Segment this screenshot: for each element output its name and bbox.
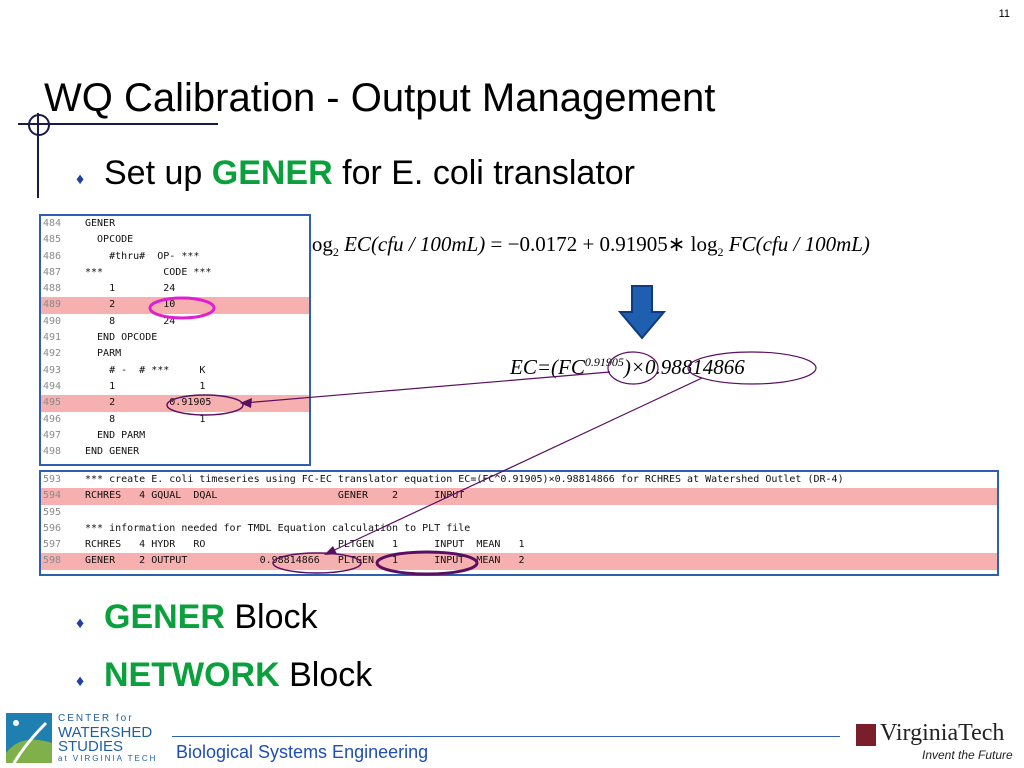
- power-equation: EC=(FC0.91905)×0.98814866: [510, 355, 745, 379]
- cws-line4: at VIRGINIA TECH: [58, 754, 158, 763]
- line-number: 495: [43, 397, 62, 409]
- slide-title: WQ Calibration - Output Management: [44, 76, 716, 120]
- line-number: 493: [43, 364, 62, 376]
- bullet-gener-translator: ♦ Set up GENER for E. coli translator: [76, 154, 635, 193]
- code-line: 486 #thru# OP- ***: [41, 249, 309, 265]
- line-text: RCHRES 4 HYDR RO PLTGEN 1 INPUT MEAN 1: [85, 539, 525, 551]
- line-number: 598: [43, 555, 62, 567]
- bullet-keyword: GENER: [104, 598, 225, 636]
- line-text: RCHRES 4 GQUAL DQAL GENER 2 INPUT: [85, 490, 465, 502]
- code-line: 594 RCHRES 4 GQUAL DQAL GENER 2 INPUT: [41, 488, 997, 505]
- line-text: END PARM: [85, 429, 146, 441]
- line-text: 1 24: [85, 283, 176, 295]
- cws-line2: WATERSHED: [58, 724, 153, 741]
- title-underline: [18, 123, 218, 125]
- cws-line1: CENTER for: [58, 713, 134, 724]
- line-text: 2 0.91905: [85, 397, 212, 409]
- code-line: 489 2 10: [41, 297, 309, 314]
- line-number: 488: [43, 283, 62, 295]
- line-text: *** CODE ***: [85, 266, 212, 278]
- line-number: 489: [43, 299, 62, 311]
- line-number: 491: [43, 332, 62, 344]
- line-text: *** create E. coli timeseries using FC-E…: [85, 474, 844, 485]
- line-number: 485: [43, 234, 62, 246]
- bullet-text: NETWORK Block: [104, 656, 373, 694]
- line-number: 593: [43, 474, 62, 485]
- line-number: 597: [43, 539, 62, 551]
- line-number: 490: [43, 315, 62, 327]
- line-number: 486: [43, 250, 62, 262]
- code-line: 484 GENER: [41, 216, 309, 232]
- code-line: 491 END OPCODE: [41, 330, 309, 346]
- bullet-keyword: NETWORK: [104, 656, 280, 694]
- vt-tagline: Invent the Future: [922, 748, 1013, 762]
- line-number: 496: [43, 413, 62, 425]
- code-line: 498 END GENER: [41, 444, 309, 460]
- line-text: #thru# OP- ***: [85, 250, 200, 262]
- code-line: 494 1 1: [41, 379, 309, 395]
- code-line: 593 *** create E. coli timeseries using F…: [41, 472, 997, 488]
- code-line: 596 *** information needed for TMDL Equat…: [41, 521, 997, 537]
- translator-equation: log2 EC(cfu / 100mL) = −0.0172 + 0.91905…: [306, 232, 870, 260]
- code-line: 487 *** CODE ***: [41, 265, 309, 281]
- line-text: 2 10: [85, 299, 176, 311]
- code-line: 493 # - # *** K: [41, 363, 309, 379]
- bullet-network-block: ♦ NETWORK Block: [76, 656, 372, 695]
- code-line: 597 RCHRES 4 HYDR RO PLTGEN 1 INPUT MEAN …: [41, 537, 997, 553]
- code-line: 595: [41, 505, 997, 521]
- line-text: # - # *** K: [85, 364, 206, 376]
- vt-wordmark: VirginiaTech: [880, 720, 1005, 746]
- line-number: 498: [43, 446, 62, 458]
- bullet-text: Set up GENER for E. coli translator: [104, 154, 636, 192]
- network-code-listing: 593 *** create E. coli timeseries using F…: [39, 470, 999, 576]
- line-number: 494: [43, 380, 62, 392]
- line-number: 484: [43, 218, 62, 229]
- line-text: 1 1: [85, 380, 206, 392]
- line-text: END OPCODE: [85, 332, 158, 344]
- slide-number: 11: [998, 8, 1010, 20]
- line-number: 594: [43, 490, 62, 502]
- code-line: 490 8 24: [41, 314, 309, 330]
- code-line: 497 END PARM: [41, 428, 309, 444]
- code-line: 488 1 24: [41, 281, 309, 297]
- line-number: 487: [43, 266, 62, 278]
- department-name: Biological Systems Engineering: [176, 742, 429, 762]
- line-number: 497: [43, 429, 62, 441]
- footer-divider: [172, 736, 840, 737]
- down-arrow-icon: [618, 285, 666, 340]
- code-lines: 593 *** create E. coli timeseries using F…: [41, 472, 997, 570]
- code-line: 496 8 1: [41, 412, 309, 428]
- line-text: 8 24: [85, 315, 176, 327]
- bullet-diamond-icon: ♦: [76, 171, 85, 188]
- cws-line3: STUDIES: [58, 738, 124, 755]
- cws-logo-icon: [6, 713, 52, 764]
- line-text: END GENER: [85, 446, 140, 458]
- code-line: 495 2 0.91905: [41, 395, 309, 412]
- code-line: 492 PARM: [41, 346, 309, 362]
- code-line: 485 OPCODE: [41, 232, 309, 248]
- line-number: 595: [43, 506, 62, 518]
- title-crosshair-circle: [28, 114, 50, 136]
- line-text: *** information needed for TMDL Equation…: [85, 522, 471, 534]
- bullet-text: GENER Block: [104, 598, 318, 636]
- bullet-diamond-icon: ♦: [76, 673, 85, 690]
- line-text: PARM: [85, 348, 122, 360]
- line-text: OPCODE: [85, 234, 134, 246]
- title-vertical-line: [37, 113, 39, 198]
- line-text: GENER 2 OUTPUT 0.98814866 PLTGEN 1 INPUT…: [85, 555, 525, 567]
- code-line: 598 GENER 2 OUTPUT 0.98814866 PLTGEN 1 IN…: [41, 553, 997, 570]
- bullet-gener-block: ♦ GENER Block: [76, 598, 318, 637]
- line-text: 8 1: [85, 413, 206, 425]
- bullet-keyword: GENER: [211, 154, 333, 192]
- line-number: 492: [43, 348, 62, 360]
- vt-shield-icon: [856, 724, 876, 746]
- line-text: GENER: [85, 218, 116, 229]
- line-number: 596: [43, 522, 62, 534]
- bullet-diamond-icon: ♦: [76, 615, 85, 632]
